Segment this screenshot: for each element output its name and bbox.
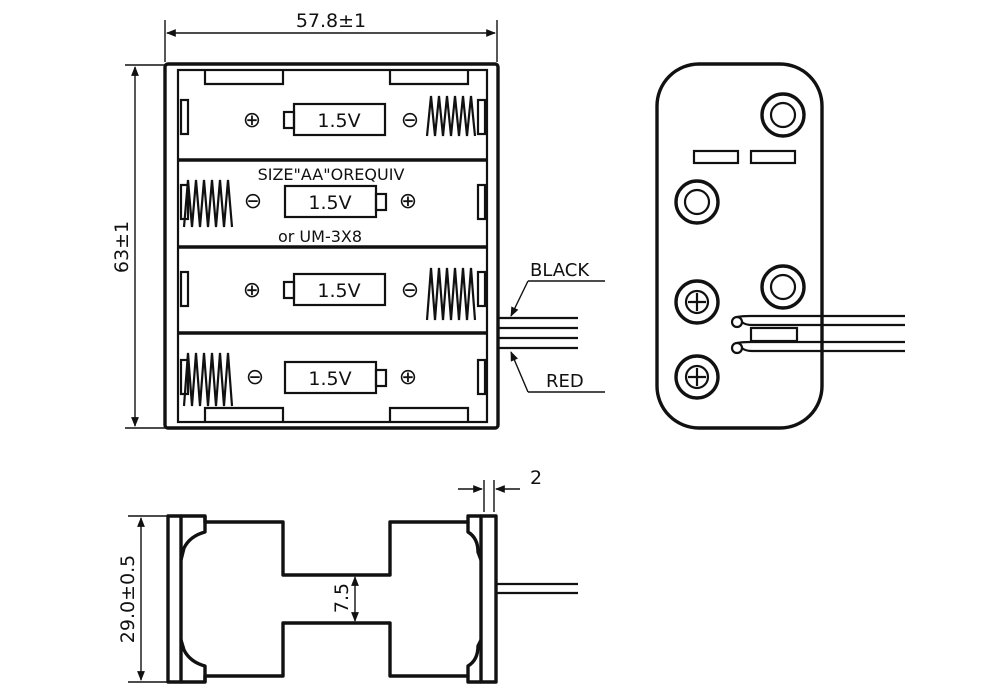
cell-3-minus-icon: ⊖ <box>401 278 419 303</box>
wall-dimension: 2 <box>458 467 542 512</box>
cell-4-plus-icon: ⊕ <box>399 365 417 390</box>
cell-1: ⊕ 1.5V ⊖ <box>179 95 487 137</box>
side-view-outline <box>166 514 183 684</box>
size-note-line2: or UM-3X8 <box>278 227 362 246</box>
black-wire-label: BLACK <box>530 260 590 281</box>
cell-3-voltage: 1.5V <box>317 280 360 302</box>
back-view <box>655 62 905 430</box>
wall-dimension-label: 2 <box>530 467 542 489</box>
height-dimension-label: 63±1 <box>111 221 133 273</box>
terminal-left-bottom <box>674 354 720 400</box>
width-dimension: 57.8±1 <box>164 10 498 62</box>
rivet-top-right <box>760 92 806 138</box>
height-dimension: 63±1 <box>111 64 165 429</box>
depth-dimension: 29.0±0.5 <box>117 515 168 683</box>
cell-1-minus-icon: ⊖ <box>401 108 419 133</box>
cell-2: ⊖ 1.5V ⊕ SIZE"AA"OREQUIV or UM-3X8 <box>179 165 487 246</box>
rivet-left-upper <box>674 179 720 225</box>
cell-3: ⊕ 1.5V ⊖ <box>179 267 487 321</box>
cell-2-spring-icon <box>182 179 234 228</box>
depth-dimension-label: 29.0±0.5 <box>117 555 139 643</box>
cell-2-plus-icon: ⊕ <box>399 189 417 214</box>
gap-dimension-label: 7.5 <box>331 583 353 613</box>
cell-1-spring-icon <box>425 95 477 137</box>
cell-2-voltage: 1.5V <box>308 192 351 214</box>
terminal-left-middle <box>674 279 720 325</box>
wire-leads: BLACK RED <box>497 260 605 393</box>
width-dimension-label: 57.8±1 <box>296 10 366 32</box>
size-note-line1: SIZE"AA"OREQUIV <box>258 165 405 184</box>
cell-3-plus-icon: ⊕ <box>243 278 261 303</box>
cell-4: ⊖ 1.5V ⊕ <box>179 352 487 407</box>
back-view-outline <box>655 62 824 430</box>
red-wire-label: RED <box>546 371 584 392</box>
side-view: 2 29.0±0.5 7.5 <box>117 467 578 684</box>
cell-4-spring-icon <box>182 352 234 407</box>
cell-1-plus-icon: ⊕ <box>243 108 261 133</box>
back-view-wires <box>730 314 905 355</box>
cell-1-voltage: 1.5V <box>317 110 360 132</box>
top-view: 57.8±1 63±1 ⊕ 1.5V ⊖ <box>111 10 605 430</box>
gap-dimension: 7.5 <box>331 576 359 622</box>
holder-outline <box>163 62 500 430</box>
cell-2-minus-icon: ⊖ <box>244 189 262 214</box>
cell-3-spring-icon <box>425 267 477 321</box>
rivet-right-middle <box>760 264 806 310</box>
cell-4-minus-icon: ⊖ <box>246 365 264 390</box>
cell-4-voltage: 1.5V <box>308 368 351 390</box>
